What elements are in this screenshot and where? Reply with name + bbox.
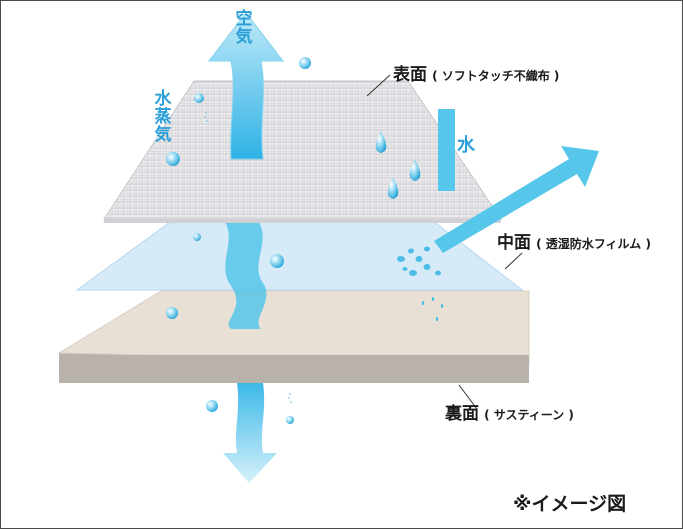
middle-label-main: 中面	[497, 233, 531, 253]
water-deflect-arrow	[434, 146, 599, 253]
water-droplets	[375, 131, 421, 199]
surface-label-main: 表面	[393, 65, 427, 85]
air-down-arrow	[223, 383, 277, 483]
back-label-main: 裏面	[445, 404, 479, 424]
vapor-bubbles	[166, 57, 311, 424]
back-layer	[57, 290, 530, 383]
surface-layer-label: 表面 ( ソフトタッチ不織布 )	[393, 67, 559, 84]
surface-label-sub: ( ソフトタッチ不織布 )	[432, 69, 560, 83]
film-droplets	[397, 246, 444, 321]
middle-layer-label: 中面 ( 透湿防水フィルム )	[497, 235, 651, 252]
middle-film-layer	[75, 213, 524, 291]
back-label-sub: ( サスティーン )	[484, 408, 574, 422]
air-label: 空 気	[235, 9, 253, 47]
back-layer-label: 裏面 ( サスティーン )	[445, 406, 574, 423]
leader-lines	[366, 74, 523, 410]
air-up-arrow	[207, 12, 285, 160]
air-flow-through	[223, 219, 267, 329]
vapor-label: 水 蒸 気	[154, 89, 172, 145]
water-label: 水	[457, 135, 475, 156]
image-note: ※イメージ図	[513, 493, 627, 515]
middle-label-sub: ( 透湿防水フィルム )	[536, 237, 651, 251]
water-drop-bar	[438, 109, 455, 191]
